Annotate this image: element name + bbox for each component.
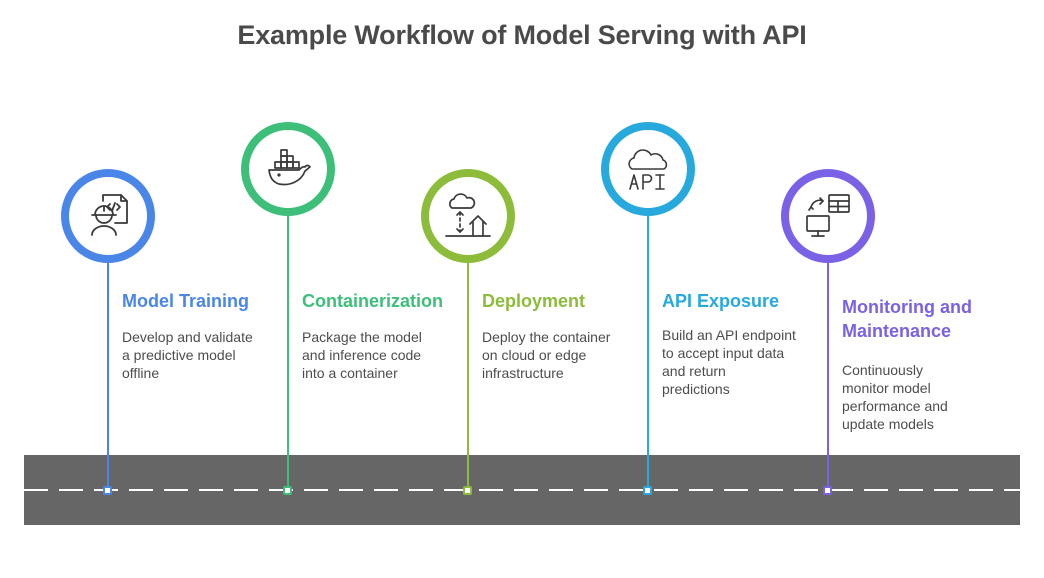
- stage-description: Develop and validate a predictive model …: [122, 328, 282, 382]
- desc-line: and return: [662, 363, 726, 379]
- stage-heading: Monitoring and Maintenance: [842, 295, 1012, 343]
- desc-line: and inference code: [302, 347, 422, 363]
- stage-description: Build an API endpoint to accept input da…: [662, 326, 822, 398]
- stage-marker: [103, 486, 112, 495]
- heading-line: Monitoring and: [842, 297, 972, 317]
- desc-line: performance and: [842, 398, 948, 414]
- cloud-edge-deploy-icon: [445, 193, 491, 237]
- monitor-sync-table-icon: [806, 194, 850, 237]
- desc-line: Develop and validate: [122, 329, 253, 345]
- desc-line: into a container: [302, 365, 398, 381]
- stage-icon-circle: [601, 122, 695, 216]
- stage-heading: Model Training: [122, 291, 250, 311]
- desc-line: monitor model: [842, 380, 931, 396]
- engineer-code-icon: [91, 194, 128, 236]
- stage-heading: Containerization: [302, 291, 444, 311]
- desc-line: to accept input data: [662, 345, 785, 361]
- stage-heading: Deployment: [482, 291, 586, 311]
- stage-icon-circle: [61, 169, 155, 263]
- stage-heading: API Exposure: [662, 291, 780, 311]
- road-center-dashes: [24, 489, 1020, 491]
- stage-connector-line: [467, 262, 469, 490]
- stage-icon-circle: [421, 169, 515, 263]
- desc-line: a predictive model: [122, 347, 236, 363]
- stage-icon-circle: [241, 122, 335, 216]
- stage-connector-line: [287, 214, 289, 490]
- api-cloud-icon: [628, 149, 668, 190]
- desc-line: Package the model: [302, 329, 422, 345]
- desc-line: offline: [122, 365, 160, 381]
- desc-line: Continuously: [842, 362, 923, 378]
- stage-connector-line: [827, 262, 829, 490]
- stage-icon-circle: [781, 169, 875, 263]
- heading-line: Maintenance: [842, 321, 952, 341]
- stage-connector-line: [647, 214, 649, 490]
- stage-marker: [643, 486, 652, 495]
- docker-whale-icon: [268, 149, 311, 186]
- stage-marker: [283, 486, 292, 495]
- stage-connector-line: [107, 262, 109, 490]
- stage-description: Deploy the container on cloud or edge in…: [482, 328, 642, 382]
- desc-line: infrastructure: [482, 365, 564, 381]
- desc-line: Build an API endpoint: [662, 327, 796, 343]
- page-title: Example Workflow of Model Serving with A…: [237, 20, 807, 50]
- desc-line: on cloud or edge: [482, 347, 587, 363]
- desc-line: predictions: [662, 381, 730, 397]
- stage-marker: [823, 486, 832, 495]
- stage-marker: [463, 486, 472, 495]
- stage-description: Continuously monitor model performance a…: [842, 361, 1002, 433]
- desc-line: Deploy the container: [482, 329, 611, 345]
- desc-line: update models: [842, 416, 934, 432]
- stage-description: Package the model and inference code int…: [302, 328, 462, 382]
